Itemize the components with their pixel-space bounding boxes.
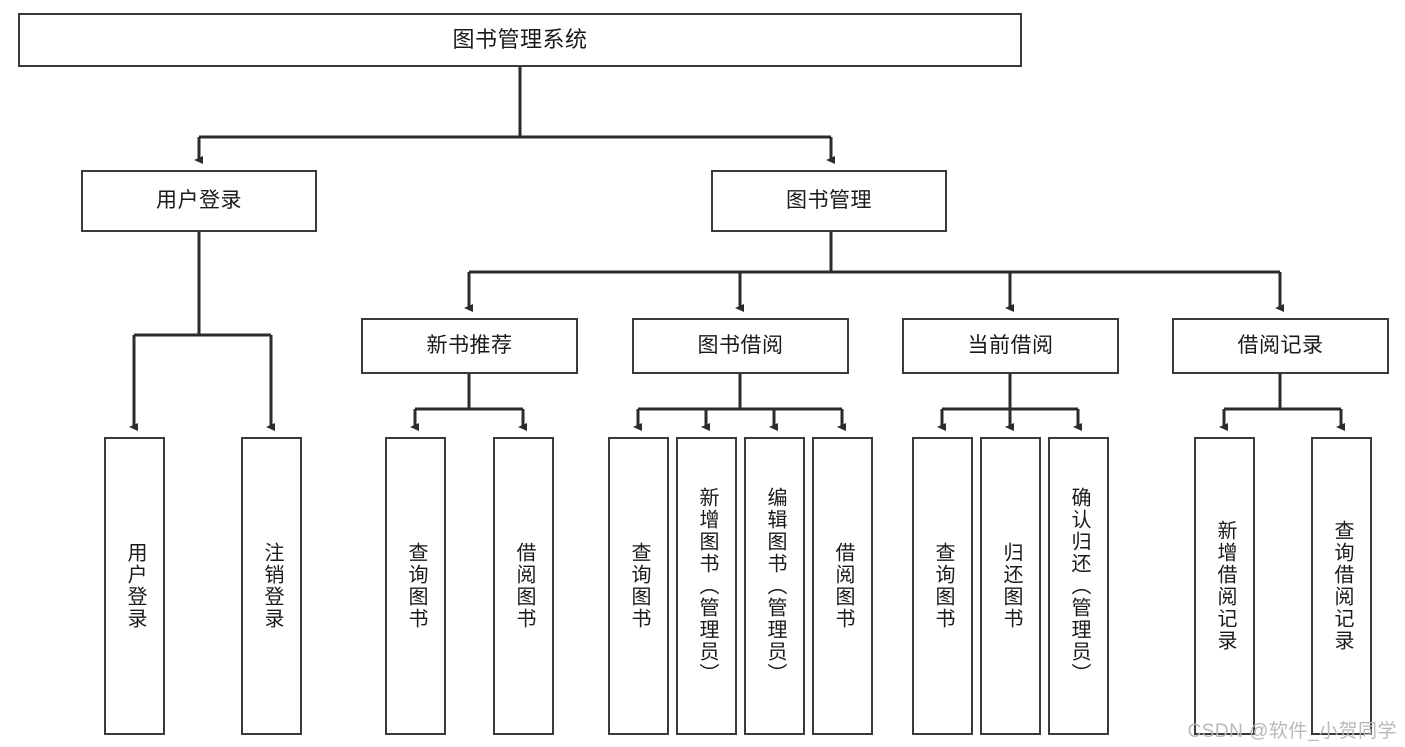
leaf-borrow-record-1-label: 新增借阅记录 bbox=[1214, 520, 1236, 652]
node-borrow-record[interactable]: 借阅记录 bbox=[1172, 318, 1389, 374]
node-book-borrow-label: 图书借阅 bbox=[697, 333, 784, 357]
leaf-book-borrow-4[interactable]: 借阅图书 bbox=[812, 437, 873, 735]
csdn-watermark: CSDN @软件_小贺同学 bbox=[1187, 721, 1397, 742]
node-book-management-label: 图书管理 bbox=[786, 188, 872, 212]
leaf-current-borrow-1[interactable]: 查询图书 bbox=[912, 437, 973, 735]
leaf-current-borrow-1-label: 查询图书 bbox=[932, 542, 954, 630]
leaf-new-book-1[interactable]: 查询图书 bbox=[385, 437, 446, 735]
node-user-login[interactable]: 用户登录 bbox=[81, 170, 317, 232]
node-current-borrow-label: 当前借阅 bbox=[967, 333, 1054, 357]
leaf-new-book-2-label: 借阅图书 bbox=[513, 542, 535, 630]
leaf-book-borrow-3-label: 编辑图书（管理员） bbox=[764, 487, 786, 685]
leaf-borrow-record-2-label: 查询借阅记录 bbox=[1331, 520, 1353, 652]
leaf-book-borrow-1-label: 查询图书 bbox=[628, 542, 650, 630]
leaf-user-login-2-label: 注销登录 bbox=[261, 542, 283, 630]
node-book-management[interactable]: 图书管理 bbox=[711, 170, 947, 232]
leaf-borrow-record-1[interactable]: 新增借阅记录 bbox=[1194, 437, 1255, 735]
leaf-book-borrow-3[interactable]: 编辑图书（管理员） bbox=[744, 437, 805, 735]
leaf-book-borrow-2[interactable]: 新增图书（管理员） bbox=[676, 437, 737, 735]
node-new-book-recommend-label: 新书推荐 bbox=[426, 333, 513, 357]
leaf-user-login-1[interactable]: 用户登录 bbox=[104, 437, 165, 735]
leaf-current-borrow-3[interactable]: 确认归还（管理员） bbox=[1048, 437, 1109, 735]
leaf-book-borrow-1[interactable]: 查询图书 bbox=[608, 437, 669, 735]
leaf-new-book-2[interactable]: 借阅图书 bbox=[493, 437, 554, 735]
node-root[interactable]: 图书管理系统 bbox=[18, 13, 1022, 67]
node-book-borrow[interactable]: 图书借阅 bbox=[632, 318, 849, 374]
leaf-new-book-1-label: 查询图书 bbox=[405, 542, 427, 630]
leaf-borrow-record-2[interactable]: 查询借阅记录 bbox=[1311, 437, 1372, 735]
leaf-current-borrow-2-label: 归还图书 bbox=[1000, 542, 1022, 630]
leaf-book-borrow-4-label: 借阅图书 bbox=[832, 542, 854, 630]
leaf-user-login-1-label: 用户登录 bbox=[124, 542, 146, 630]
node-user-login-label: 用户登录 bbox=[156, 188, 242, 212]
leaf-current-borrow-3-label: 确认归还（管理员） bbox=[1068, 487, 1090, 685]
leaf-user-login-2[interactable]: 注销登录 bbox=[241, 437, 302, 735]
node-root-label: 图书管理系统 bbox=[452, 27, 588, 53]
node-borrow-record-label: 借阅记录 bbox=[1237, 333, 1324, 357]
leaf-current-borrow-2[interactable]: 归还图书 bbox=[980, 437, 1041, 735]
node-new-book-recommend[interactable]: 新书推荐 bbox=[361, 318, 578, 374]
leaf-book-borrow-2-label: 新增图书（管理员） bbox=[696, 487, 718, 685]
node-current-borrow[interactable]: 当前借阅 bbox=[902, 318, 1119, 374]
